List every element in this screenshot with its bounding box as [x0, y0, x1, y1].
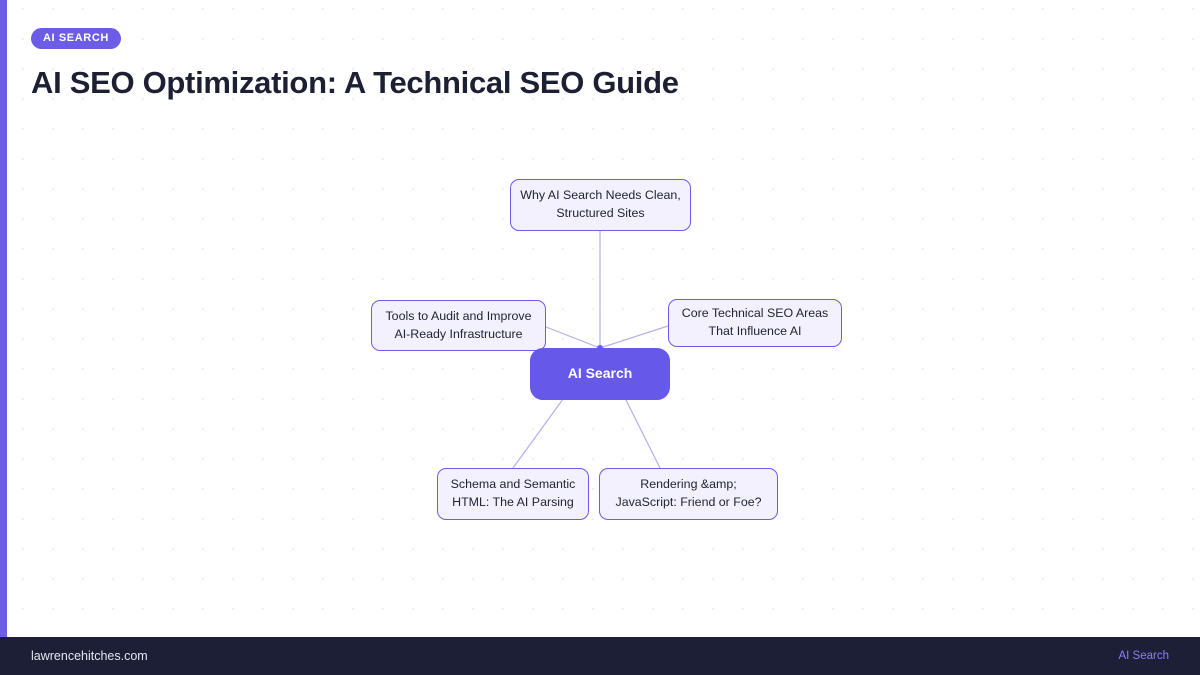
footer-topic-tag[interactable]: AI Search [1118, 650, 1170, 662]
mindmap-node-rendering-javascript[interactable]: Rendering &amp; JavaScript: Friend or Fo… [599, 468, 778, 520]
mindmap-node-tools-audit-improve[interactable]: Tools to Audit and Improve AI-Ready Infr… [371, 300, 546, 351]
page-footer: lawrencehitches.com AI Search [0, 637, 1200, 675]
page-header: AI SEARCH AI SEO Optimization: A Technic… [31, 28, 679, 101]
left-accent-rail [0, 0, 7, 637]
mindmap-node-schema-semantic-html[interactable]: Schema and Semantic HTML: The AI Parsing [437, 468, 589, 520]
edge-hub-to-right [599, 325, 669, 349]
page-title: AI SEO Optimization: A Technical SEO Gui… [31, 65, 679, 100]
mindmap-node-why-clean-structured[interactable]: Why AI Search Needs Clean, Structured Si… [510, 179, 691, 231]
footer-site-url[interactable]: lawrencehitches.com [31, 649, 148, 663]
edge-hub-to-left [545, 326, 601, 349]
mindmap-node-core-technical-areas[interactable]: Core Technical SEO Areas That Influence … [668, 299, 842, 347]
mindmap-diagram: Why AI Search Needs Clean, Structured Si… [371, 179, 842, 520]
category-badge: AI SEARCH [31, 28, 121, 49]
mindmap-hub-node-ai-search[interactable]: AI Search [530, 348, 670, 400]
